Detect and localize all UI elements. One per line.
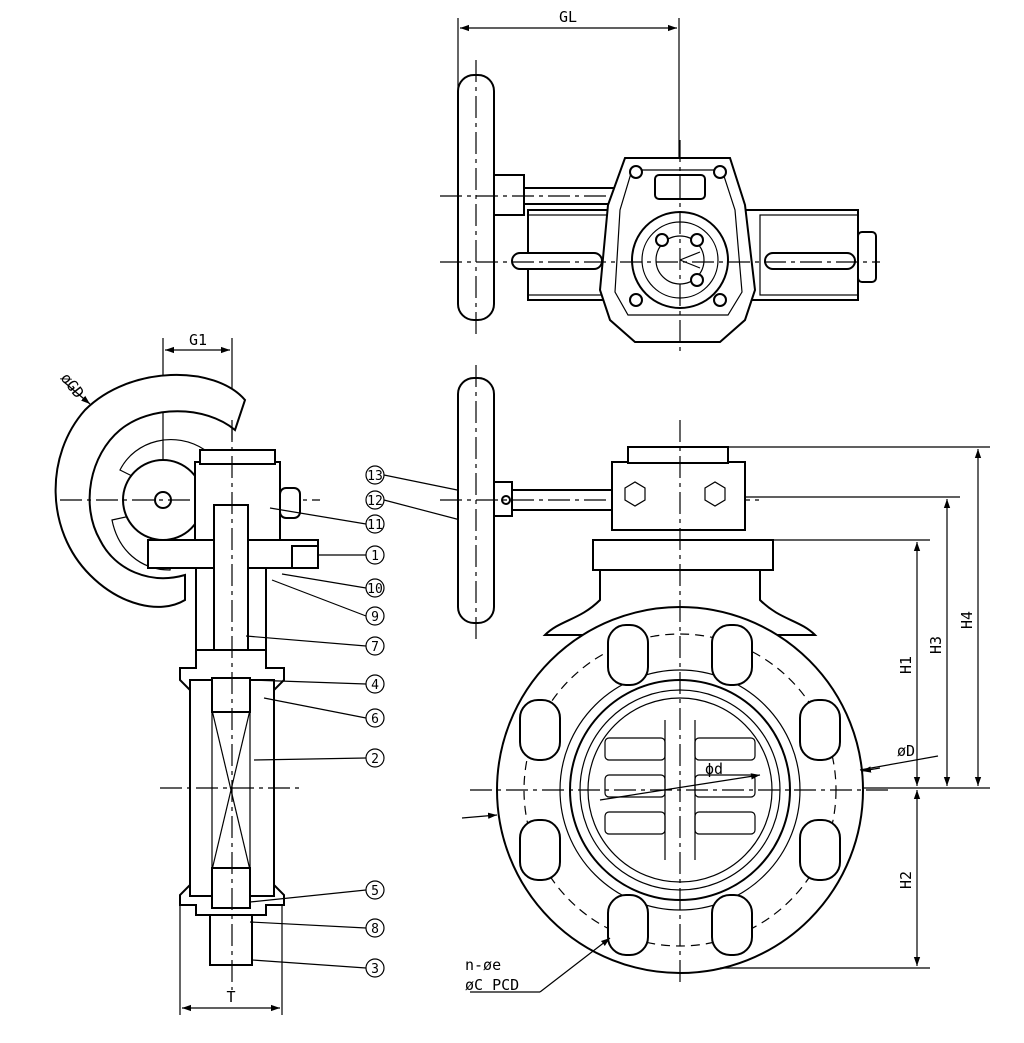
callout-leaders-left: [245, 507, 367, 969]
dim-t: T: [226, 988, 235, 1006]
svg-text:11: 11: [367, 518, 383, 533]
callout-9: 9: [365, 606, 385, 626]
svg-text:5: 5: [371, 884, 379, 899]
callout-7: 7: [365, 636, 385, 656]
svg-text:4: 4: [371, 678, 379, 693]
dim-pcd: øC PCD: [465, 976, 519, 994]
svg-text:2: 2: [371, 752, 379, 767]
callout-2: 2: [365, 748, 385, 768]
callout-6: 6: [365, 708, 385, 728]
front-view: ϕd øD H1 H2 H3 H4 n-øe øC PCD: [440, 365, 990, 994]
top-view: GL: [440, 8, 880, 355]
callout-4: 4: [365, 674, 385, 694]
dim-h3: H3: [927, 636, 945, 654]
dim-h2: H2: [897, 871, 915, 889]
dim-h1: H1: [897, 656, 915, 674]
svg-text:6: 6: [371, 712, 379, 727]
side-view: G1 øGD T: [54, 331, 320, 1015]
callout-1: 1: [365, 545, 385, 565]
svg-text:8: 8: [371, 922, 379, 937]
svg-text:9: 9: [371, 610, 379, 625]
svg-text:3: 3: [371, 962, 379, 977]
dim-g1: G1: [189, 331, 207, 349]
dim-id: ϕd: [705, 760, 723, 778]
callout-5: 5: [365, 880, 385, 900]
dim-h4: H4: [958, 611, 976, 629]
svg-text:1: 1: [371, 549, 379, 564]
callout-13: 13: [365, 465, 385, 485]
callout-10: 10: [365, 578, 385, 598]
svg-text:7: 7: [371, 640, 379, 655]
callout-12: 12: [365, 490, 385, 510]
svg-text:13: 13: [367, 469, 383, 484]
dim-od: øD: [897, 742, 915, 760]
dim-gd: øGD: [57, 369, 88, 401]
bolt-slots: [519, 624, 841, 956]
callout-11: 11: [365, 514, 385, 534]
callout-3: 3: [365, 958, 385, 978]
dim-gl: GL: [559, 8, 577, 26]
dim-bolt-holes: n-øe: [465, 956, 501, 974]
svg-text:12: 12: [367, 494, 383, 509]
callouts: 1 2 3 4 5 6 7 8 9 10 11 12 13: [365, 465, 507, 978]
callout-8: 8: [365, 918, 385, 938]
svg-text:10: 10: [367, 582, 383, 597]
